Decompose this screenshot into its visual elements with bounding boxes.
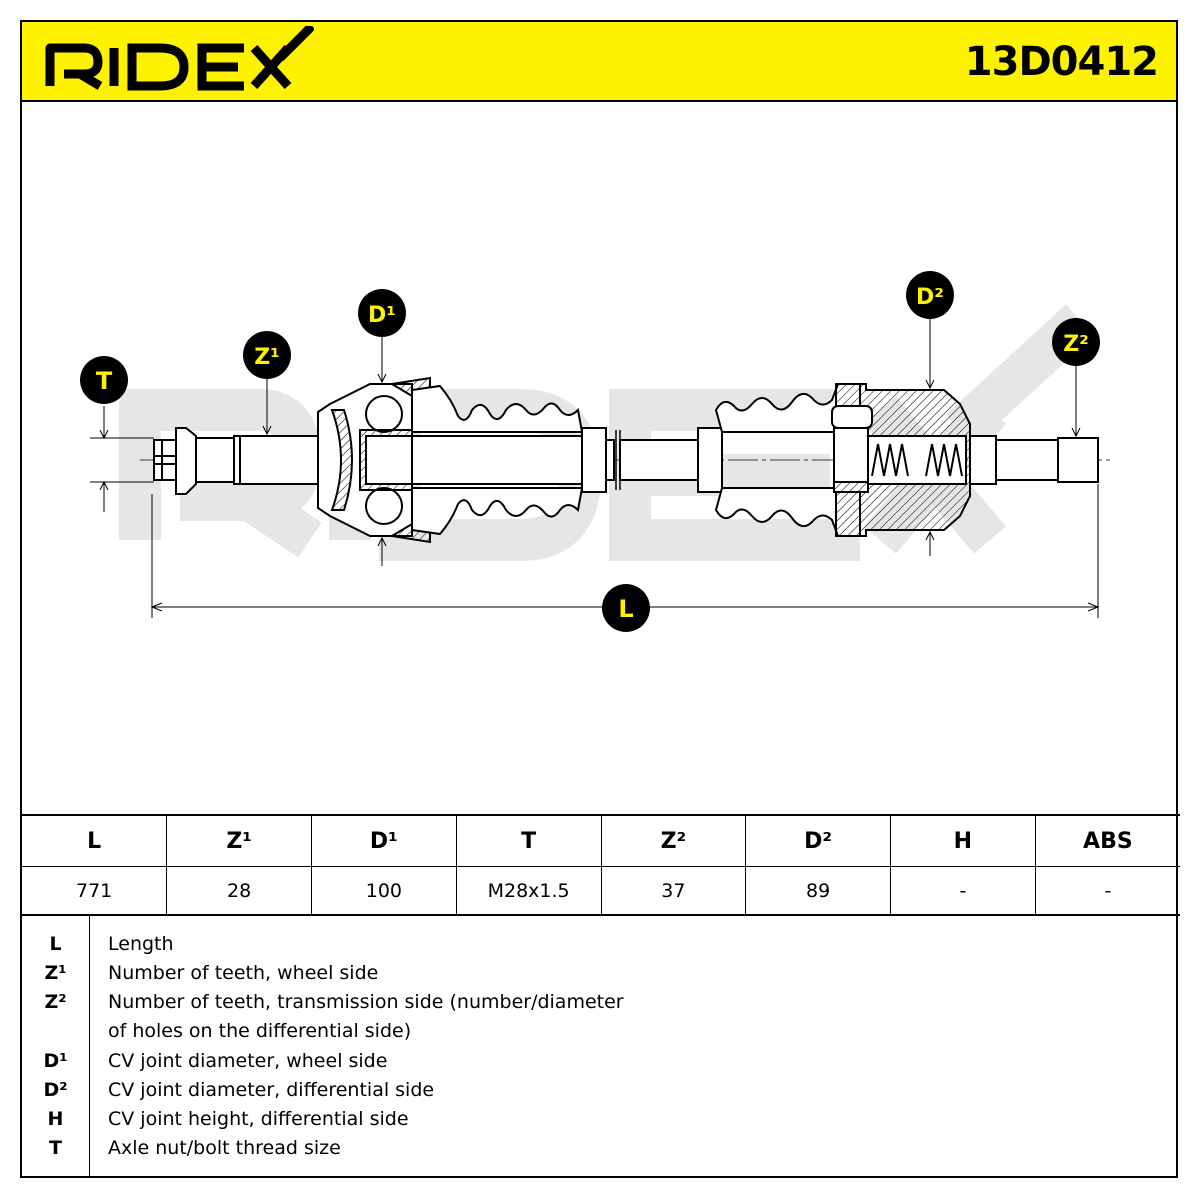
spec-header-row: L Z¹ D¹ T Z² D² H ABS bbox=[22, 814, 1180, 867]
legend-desc: Length bbox=[108, 933, 174, 955]
spec-value-cell: - bbox=[890, 866, 1036, 916]
svg-text:T: T bbox=[96, 367, 113, 395]
legend-key: D¹ bbox=[43, 1050, 68, 1072]
spec-value-cell: 100 bbox=[311, 866, 457, 916]
callout-z1: Z¹ bbox=[243, 331, 291, 379]
ridex-logo bbox=[45, 26, 314, 91]
transmission-side-stub bbox=[995, 437, 1099, 483]
spec-table: L Z¹ D¹ T Z² D² H ABS 771 28 100 M28x1.5… bbox=[22, 814, 1180, 916]
legend-item: D¹ CV joint diameter, wheel side bbox=[22, 1047, 1180, 1076]
product-sheet: 13D0412 bbox=[20, 20, 1180, 1178]
legend: L Length Z¹ Number of teeth, wheel side … bbox=[22, 914, 1180, 1178]
legend-key: Z² bbox=[44, 991, 67, 1013]
spec-value-cell: 89 bbox=[745, 866, 891, 916]
legend-key: H bbox=[47, 1108, 64, 1130]
legend-item: H CV joint height, differential side bbox=[22, 1105, 1180, 1134]
svg-text:L: L bbox=[618, 595, 633, 623]
shaft bbox=[411, 427, 723, 493]
part-number: 13D0412 bbox=[964, 39, 1159, 85]
legend-item: T Axle nut/bolt thread size bbox=[22, 1134, 1180, 1163]
callout-d2: D² bbox=[906, 271, 954, 319]
wheel-side-stub bbox=[153, 427, 319, 495]
callout-d1: D¹ bbox=[358, 289, 406, 337]
svg-text:D¹: D¹ bbox=[368, 303, 396, 328]
spec-value-cell: 28 bbox=[166, 866, 312, 916]
callout-t: T bbox=[80, 356, 128, 404]
legend-key: Z¹ bbox=[44, 962, 67, 984]
legend-key: L bbox=[49, 933, 62, 955]
legend-item: L Length bbox=[22, 930, 1180, 959]
spec-header-cell: T bbox=[455, 814, 602, 867]
svg-text:Z²: Z² bbox=[1063, 332, 1089, 357]
legend-desc: CV joint diameter, differential side bbox=[108, 1079, 435, 1101]
legend-desc: Number of teeth, transmission side (numb… bbox=[108, 991, 624, 1013]
legend-desc: CV joint height, differential side bbox=[108, 1108, 409, 1130]
callout-z2: Z² bbox=[1052, 318, 1100, 366]
spec-header-cell: Z² bbox=[600, 814, 747, 867]
spec-header-cell: D¹ bbox=[311, 814, 457, 867]
spec-header-cell: L bbox=[22, 814, 168, 867]
legend-key: D² bbox=[43, 1079, 68, 1101]
spec-value-cell: 771 bbox=[22, 866, 168, 916]
spec-header-cell: Z¹ bbox=[166, 814, 312, 867]
spec-header-cell: D² bbox=[745, 814, 891, 867]
legend-desc: of holes on the differential side) bbox=[108, 1020, 412, 1042]
spec-value-cell: M28x1.5 bbox=[455, 866, 602, 916]
inner-cv-joint bbox=[831, 383, 997, 537]
spec-header-cell: ABS bbox=[1034, 814, 1180, 867]
spec-value-row: 771 28 100 M28x1.5 37 89 - - bbox=[22, 866, 1180, 916]
legend-key: T bbox=[49, 1137, 62, 1159]
legend-desc: Number of teeth, wheel side bbox=[108, 962, 379, 984]
svg-text:D²: D² bbox=[916, 285, 944, 310]
driveshaft-drawing: T Z¹ D¹ D² Z² L bbox=[80, 271, 1110, 632]
spec-value-cell: 37 bbox=[600, 866, 747, 916]
spec-header-cell: H bbox=[890, 814, 1036, 867]
legend-item: Z² Number of teeth, transmission side (n… bbox=[22, 988, 1180, 1017]
svg-text:Z¹: Z¹ bbox=[254, 345, 280, 370]
legend-desc: CV joint diameter, wheel side bbox=[108, 1050, 388, 1072]
legend-desc: Axle nut/bolt thread size bbox=[108, 1137, 341, 1159]
spec-value-cell: - bbox=[1034, 866, 1180, 916]
legend-item: D² CV joint diameter, differential side bbox=[22, 1076, 1180, 1105]
outer-cv-joint bbox=[317, 376, 431, 544]
inner-boot bbox=[714, 383, 861, 537]
legend-item: of holes on the differential side) bbox=[22, 1017, 1180, 1046]
header-bar: 13D0412 bbox=[22, 22, 1176, 102]
callout-l: L bbox=[602, 584, 650, 632]
legend-item: Z¹ Number of teeth, wheel side bbox=[22, 959, 1180, 988]
outer-boot bbox=[411, 384, 584, 536]
legend-divider bbox=[89, 916, 90, 1178]
